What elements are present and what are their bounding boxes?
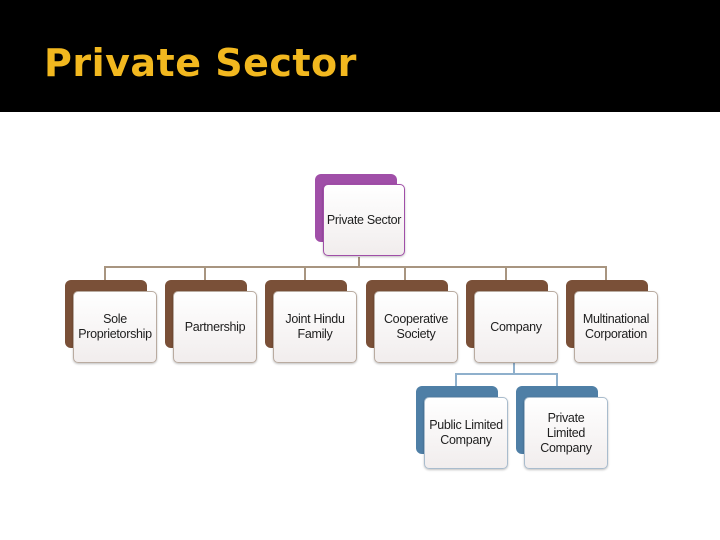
node-label: Joint Hindu Family [285,312,345,341]
node-label: Private Sector [326,212,402,227]
node-label: Partnership [184,319,246,334]
node-card: Partnership [173,291,257,363]
node-partnership: Partnership [165,280,257,364]
node-card: Multinational Corporation [574,291,658,363]
company-connector-line [513,362,515,374]
node-card: Public Limited Company [424,397,508,469]
level2-bus-line [455,373,558,375]
node-label: Company [490,319,542,334]
level1-drop-line-5 [505,266,507,280]
level1-drop-line-3 [304,266,306,280]
node-card: Private Sector [323,184,405,256]
node-label: Public Limited Company [429,418,503,447]
level1-drop-line-1 [104,266,106,280]
node-multinational-corporation: Multinational Corporation [566,280,658,364]
title-bar: Private Sector [0,0,720,112]
node-public-limited-company: Public Limited Company [416,386,508,470]
level1-drop-line-6 [605,266,607,280]
node-card: Private Limited Company [524,397,608,469]
node-cooperative-society: Cooperative Society [366,280,458,364]
node-private-limited-company: Private Limited Company [516,386,608,470]
node-sole-proprietorship: Sole Proprietorship [65,280,157,364]
node-card: Joint Hindu Family [273,291,357,363]
level2-drop-line-1 [455,373,457,386]
node-joint-hindu-family: Joint Hindu Family [265,280,357,364]
level1-drop-line-4 [404,266,406,280]
node-private-sector: Private Sector [315,174,407,258]
node-label: Cooperative Society [383,312,449,341]
node-label: Multinational Corporation [582,312,650,341]
node-card: Cooperative Society [374,291,458,363]
node-label: Sole Proprietorship [78,312,152,341]
root-connector-line [358,257,360,267]
level1-bus-line [104,266,607,268]
slide-title: Private Sector [44,41,357,85]
level2-drop-line-2 [556,373,558,386]
node-card: Sole Proprietorship [73,291,157,363]
level1-drop-line-2 [204,266,206,280]
node-label: Private Limited Company [540,410,592,455]
node-card: Company [474,291,558,363]
node-company: Company [466,280,558,364]
